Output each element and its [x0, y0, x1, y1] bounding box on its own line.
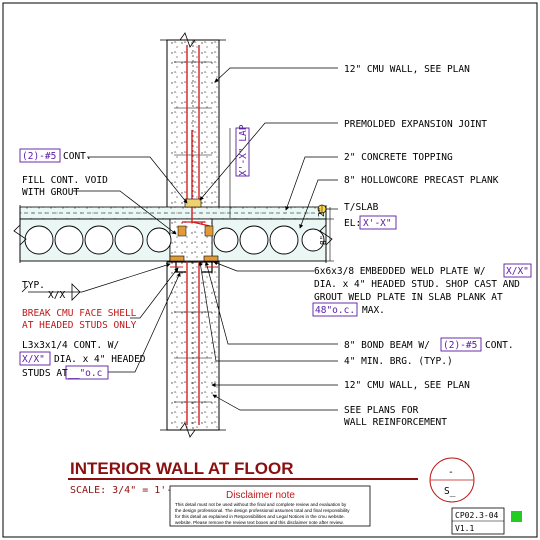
callout-weld-typ: TYP. [22, 280, 45, 291]
disclaimer-line-2: the design professional. The design prof… [175, 508, 350, 513]
callout-bars-suffix: CONT. [63, 151, 92, 162]
callout-text: 12" CMU WALL, SEE PLAN PREMOLDED EXPANSI… [19, 64, 532, 428]
callout-el-prefix: EL: [344, 218, 361, 229]
callout-bond-beam-prefix: 8" BOND BEAM W/ [344, 340, 430, 351]
callout-weld-size: X/X [48, 290, 65, 301]
callout-lap-length: X'-X" LAP [238, 124, 249, 176]
callout-angle-2: DIA. x 4" HEADED [54, 354, 146, 365]
dimension-2-inch: 2" [317, 207, 326, 217]
callout-tslab: T/SLAB [344, 202, 379, 213]
break-line-bottom [160, 422, 226, 438]
callout-topping: 2" CONCRETE TOPPING [344, 152, 453, 163]
title-block: INTERIOR WALL AT FLOOR SCALE: 3/4" = 1'-… [68, 457, 522, 535]
callout-break-cmu-1: BREAK CMU FACE SHELL [22, 308, 137, 319]
disclaimer-title: Disclaimer note [226, 490, 295, 501]
break-line-top [160, 32, 226, 48]
status-square [511, 511, 522, 522]
callout-fill-void-2: WITH GROUT [22, 187, 79, 198]
disclaimer-box [169, 485, 371, 527]
callout-see-plans-2: WALL REINFORCEMENT [344, 417, 447, 428]
weld-plates [169, 225, 219, 273]
callout-angle-spacing: __"o.c [68, 368, 102, 379]
callout-weld-plate-line-2: DIA. x 4" HEADED STUD. SHOP CAST AND [314, 279, 520, 290]
callout-plank: 8" HOLLOWCORE PRECAST PLANK [344, 175, 499, 186]
detail-title: INTERIOR WALL AT FLOOR [70, 459, 294, 478]
tslab-marker [317, 204, 338, 214]
sheet-code: CP02.3-04 [455, 511, 499, 520]
callout-bond-beam-bars: (2)-#5 [443, 340, 477, 351]
leaders-right [198, 67, 338, 411]
cmu-wall-lower [166, 261, 220, 431]
callout-angle-1: L3x3x1/4 CONT. W/ [22, 340, 119, 351]
callout-see-plans-1: SEE PLANS FOR [344, 405, 419, 416]
dimension-8-inch: 8" [319, 235, 328, 245]
callout-bars-size: (2)-#5 [22, 151, 56, 162]
dimension-lines [326, 207, 334, 262]
callout-weld-plate-line-3: GROUT WELD PLATE IN SLAB PLANK AT [314, 292, 503, 303]
callout-bearing: 4" MIN. BRG. (TYP.) [344, 356, 453, 367]
sheet-version: V1.1 [455, 524, 474, 533]
weld-symbol [21, 283, 81, 301]
callout-el-value: X'-X" [363, 218, 392, 229]
section-sheet: S_ [444, 486, 456, 497]
slab-assembly [13, 205, 333, 263]
callout-weld-plate-stud-dia: X/X" [506, 266, 529, 277]
callout-cmu-wall-top: 12" CMU WALL, SEE PLAN [344, 64, 470, 75]
callout-weld-plate-line-1: 6x6x3/8 EMBEDDED WELD PLATE W/ [314, 266, 486, 277]
detail-scale: SCALE: 3/4" = 1'-0" [70, 485, 184, 496]
callout-break-cmu-2: AT HEADED STUDS ONLY [22, 320, 137, 331]
section-number: - [448, 467, 454, 478]
callout-bond-beam-suffix: CONT. [485, 340, 514, 351]
expansion-joint-strip [184, 198, 202, 208]
callout-angle-3-prefix: STUDS AT [22, 368, 68, 379]
callout-weld-plate-spacing: 48"o.c. [315, 305, 355, 316]
disclaimer-line-4: website. Please remove the review text b… [175, 520, 344, 525]
leaders-left [72, 156, 188, 373]
cmu-wall-upper [166, 39, 220, 209]
callout-angle-stud-dia: X/X" [22, 354, 45, 365]
lap-bar [182, 130, 211, 227]
callout-weld-plate-line-4: MAX. [362, 305, 385, 316]
callout-expansion-joint: PREMOLDED EXPANSION JOINT [344, 119, 487, 130]
disclaimer-line-3: for this detail as explained in Responsi… [175, 514, 345, 519]
callout-fill-void-1: FILL CONT. VOID [22, 175, 108, 186]
callout-cmu-wall-bottom: 12" CMU WALL, SEE PLAN [344, 380, 470, 391]
disclaimer-line-1: This detail must not be used without the… [175, 502, 347, 507]
